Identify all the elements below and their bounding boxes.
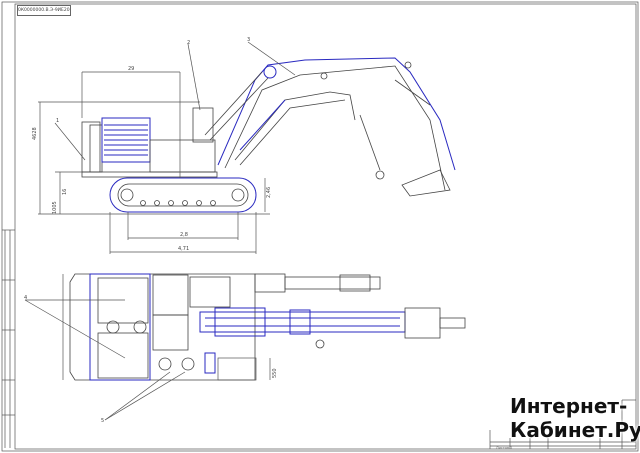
bucket [401,169,451,197]
dim-width-top: 29 [128,66,134,72]
drawing-code-stamp: 0К0000000.В.Э-9ИЕ2003ГС [17,5,71,16]
watermark-line-2: Кабинет.Ру [510,418,640,442]
dim-track-height: 16 [62,189,68,195]
track [109,177,257,213]
dim-track-length: 4,71 [178,246,189,252]
cab [192,107,214,143]
watermark: Интернет- Кабинет.Ру [510,394,640,442]
dim-track-gauge: 2,46 [266,187,272,198]
callout-4: 4 [24,295,27,301]
dim-stair-width: 550 [272,368,278,378]
sheet-label: Листов 1 [496,446,513,450]
dim-height-total: 4628 [32,127,38,140]
callout-5: 5 [101,418,104,424]
watermark-line-1: Интернет- [510,394,628,418]
dim-clearance: 1005 [52,201,58,214]
dim-track-base: 2,8 [180,232,188,238]
title-block [489,399,636,449]
top-view [24,273,466,421]
side-view [38,41,456,254]
callout-2: 2 [187,40,190,46]
callout-3: 3 [247,37,250,43]
callout-1: 1 [56,118,59,124]
